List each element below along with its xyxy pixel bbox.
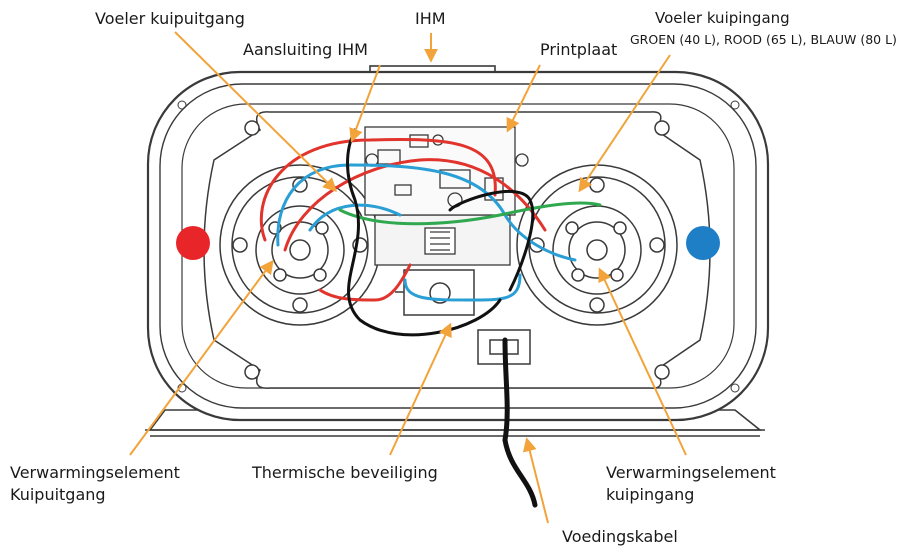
leader-voeler-kuipuitgang <box>174 31 337 192</box>
label-verwarming-uit-2: Kuipuitgang <box>10 485 106 504</box>
leader-voeler-kuipingang <box>578 54 671 193</box>
thermal-protection <box>395 269 475 316</box>
label-verwarming-in-2: kuipingang <box>606 485 695 504</box>
wire-green <box>338 201 602 226</box>
leader-verwarming-uit <box>129 259 274 456</box>
wire-black <box>448 189 535 292</box>
wire-red <box>259 138 497 242</box>
label-printplaat: Printplaat <box>540 40 618 59</box>
label-ihm: IHM <box>415 9 446 28</box>
leader-thermische-beveiliging <box>389 322 452 456</box>
wire-red <box>318 263 412 302</box>
heating-element-outlet <box>219 164 381 326</box>
hot-indicator <box>176 226 210 260</box>
wire-red <box>283 158 547 252</box>
wire-black <box>502 437 538 508</box>
label-aansluiting-ihm: Aansluiting IHM <box>243 40 368 59</box>
wire-blue <box>403 273 522 302</box>
wire-black <box>502 337 510 443</box>
wire-blue <box>308 203 402 232</box>
heating-element-inlet <box>516 164 678 326</box>
label-voeler-kuipingang-colors: GROEN (40 L), ROOD (65 L), BLAUW (80 L) <box>630 32 897 47</box>
cold-indicator <box>686 226 720 260</box>
label-thermische-beveiliging: Thermische beveiliging <box>252 463 438 482</box>
label-voedingskabel: Voedingskabel <box>562 527 678 546</box>
leader-voedingskabel <box>522 437 549 524</box>
wiring <box>259 128 602 508</box>
leader-printplaat <box>506 64 541 133</box>
leader-lines <box>129 31 687 524</box>
label-verwarming-uit-1: Verwarmingselement <box>10 463 180 482</box>
leader-aansluiting-ihm <box>349 64 381 143</box>
leader-verwarming-in <box>598 267 687 456</box>
base-plate <box>145 409 765 437</box>
label-voeler-kuipingang: Voeler kuipingang <box>655 9 790 27</box>
label-voeler-kuipuitgang: Voeler kuipuitgang <box>95 9 245 28</box>
label-verwarming-in-1: Verwarmingselement <box>606 463 776 482</box>
